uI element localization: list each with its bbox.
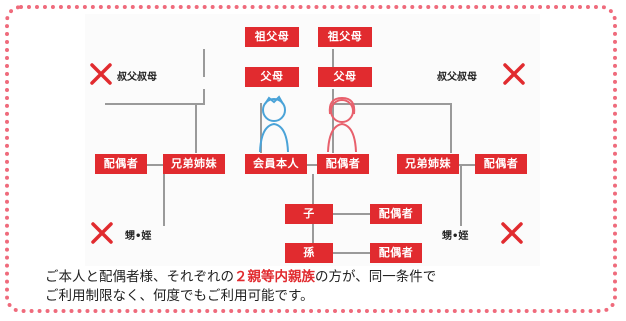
connector-line [147,164,167,166]
cross-mark-icon [91,222,113,244]
caption-highlight: ２親等内親族 [234,269,315,285]
connector-line [450,103,452,153]
cross-mark-icon [501,222,523,244]
connector-line [312,174,314,214]
connector-line [105,103,205,105]
grandchild-box: 孫 [285,243,333,263]
caption-part1: ご本人と配偶者様、それぞれの [45,269,234,285]
caption-part2: の方が、同一条件で [315,269,437,285]
caption-line2: ご利用制限なく、何度でもご利用可能です。 [45,288,314,304]
connector-line [312,214,314,254]
grandparents-left-box: 祖父母 [245,27,299,47]
connector-line [332,103,452,105]
connector-line [332,49,334,77]
caption-text: ご本人と配偶者様、それぞれの２親等内親族の方が、同一条件で ご利用制限なく、何度… [45,268,605,306]
connector-line [458,164,478,166]
connector-line [332,89,334,104]
grandparents-right-box: 祖父母 [318,27,372,47]
siblings-left-box: 兄弟姉妹 [163,154,225,174]
connector-line [297,164,317,166]
siblings-right-box: 兄弟姉妹 [397,154,459,174]
uncle-aunt-left-label: 叔父叔母 [117,72,157,83]
member-person-icon [259,95,289,153]
connector-line [330,213,370,215]
nephew-right-label: 甥•姪 [442,231,469,242]
member-box: 会員本人 [245,154,307,174]
nephew-left-label: 甥•姪 [125,231,152,242]
connector-line [163,164,165,226]
spouse-member-box: 配偶者 [317,154,369,174]
parents-left-box: 父母 [245,67,299,87]
connector-line [332,103,334,153]
dotted-frame [5,5,617,313]
cross-mark-icon [503,63,525,85]
cross-mark-icon [90,63,112,85]
child-spouse-box: 配偶者 [370,204,422,224]
connector-line [260,103,262,153]
connector-line [203,49,205,77]
spouse-right-box: 配偶者 [475,154,527,174]
spouse-left-box: 配偶者 [95,154,147,174]
parents-right-box: 父母 [318,67,372,87]
uncle-aunt-right-label: 叔父叔母 [437,72,477,83]
spouse-person-icon [327,96,357,153]
connector-line [195,103,197,153]
child-box: 子 [285,204,333,224]
family-tree-diagram: 祖父母 祖父母 父母 父母 叔父叔母 叔父叔母 配偶者 兄弟姉妹 会員本人 配偶… [85,14,540,266]
connector-line [330,252,370,254]
grandchild-spouse-box: 配偶者 [370,243,422,263]
connector-line [203,89,205,104]
connector-line [460,164,462,226]
